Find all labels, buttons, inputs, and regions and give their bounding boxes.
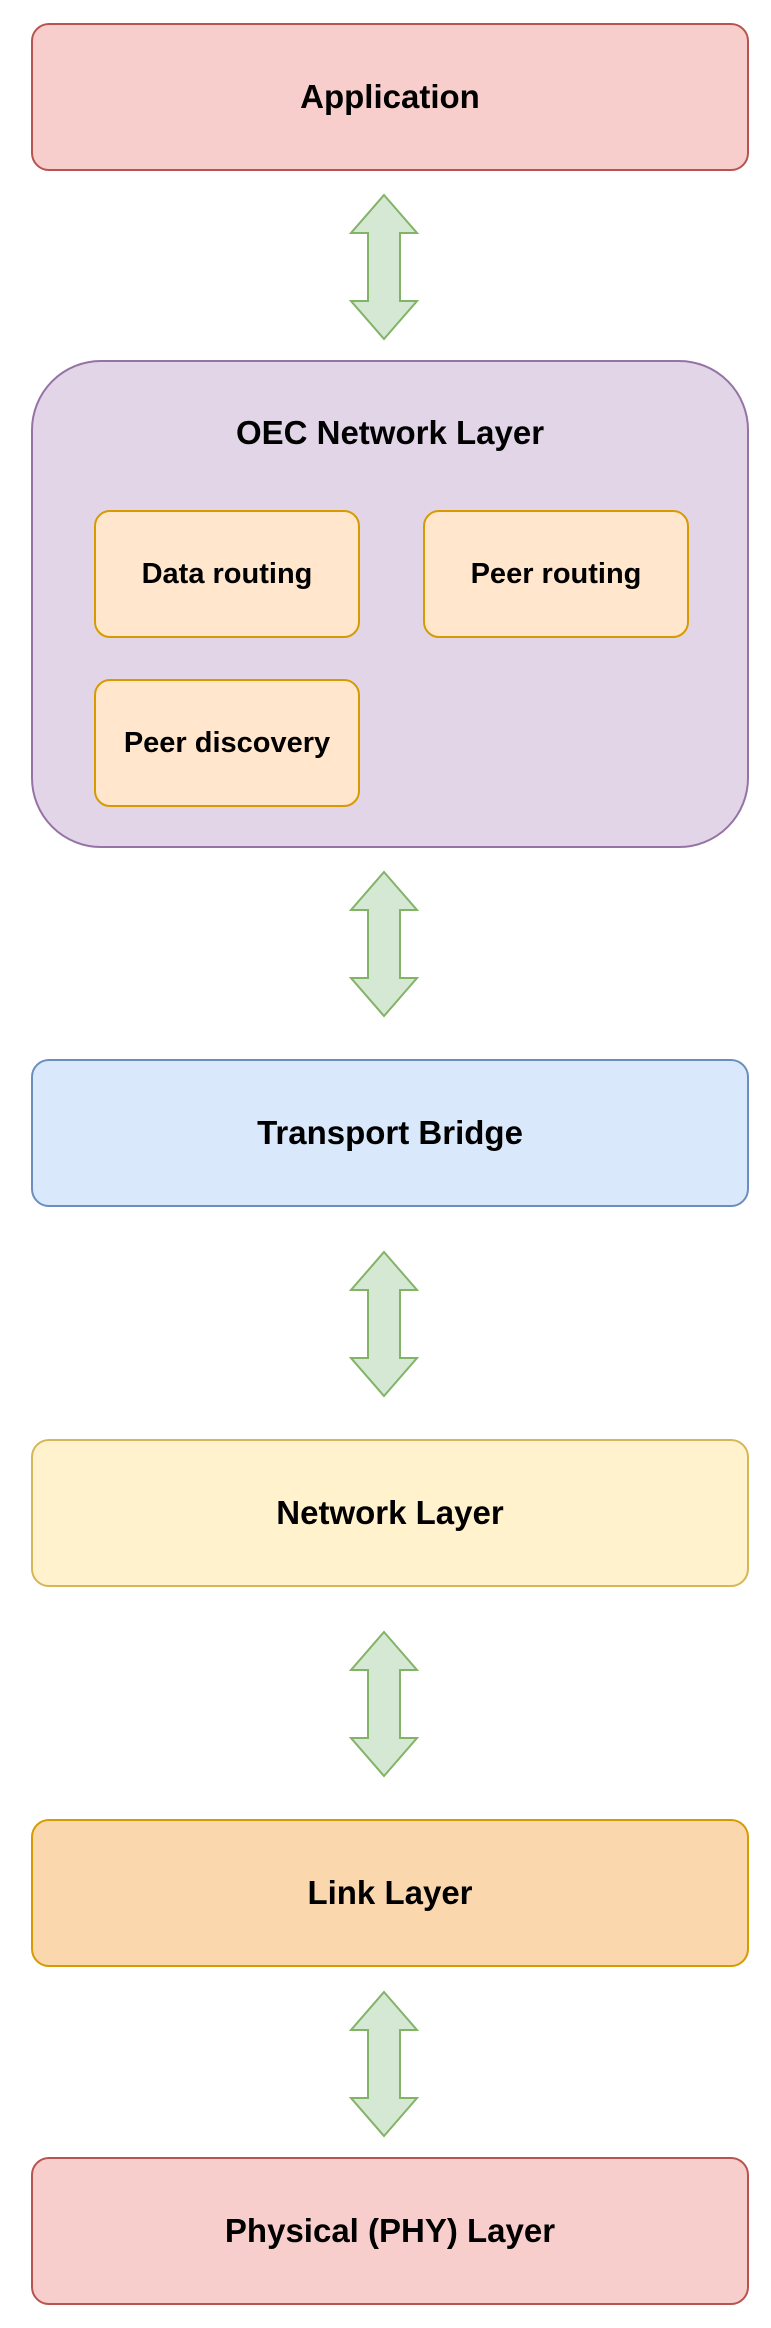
oec-network-layer-title: OEC Network Layer (235, 414, 545, 451)
network-layer: Network Layer (31, 1439, 749, 1587)
bidirectional-arrow-icon (349, 870, 419, 1018)
bidirectional-arrow-icon (349, 1990, 419, 2138)
peer-discovery-box: Peer discovery (94, 679, 360, 807)
transport-bridge-layer: Transport Bridge (31, 1059, 749, 1207)
peer-routing-box: Peer routing (423, 510, 689, 638)
bidirectional-arrow-icon (349, 193, 419, 341)
link-layer: Link Layer (31, 1819, 749, 1967)
bidirectional-arrow-icon (349, 1630, 419, 1778)
physical-layer: Physical (PHY) Layer (31, 2157, 749, 2305)
data-routing-box: Data routing (94, 510, 360, 638)
bidirectional-arrow-icon (349, 1250, 419, 1398)
oec-network-layer-group: OEC Network Layer Data routing Peer rout… (31, 360, 749, 848)
application-layer: Application (31, 23, 749, 171)
